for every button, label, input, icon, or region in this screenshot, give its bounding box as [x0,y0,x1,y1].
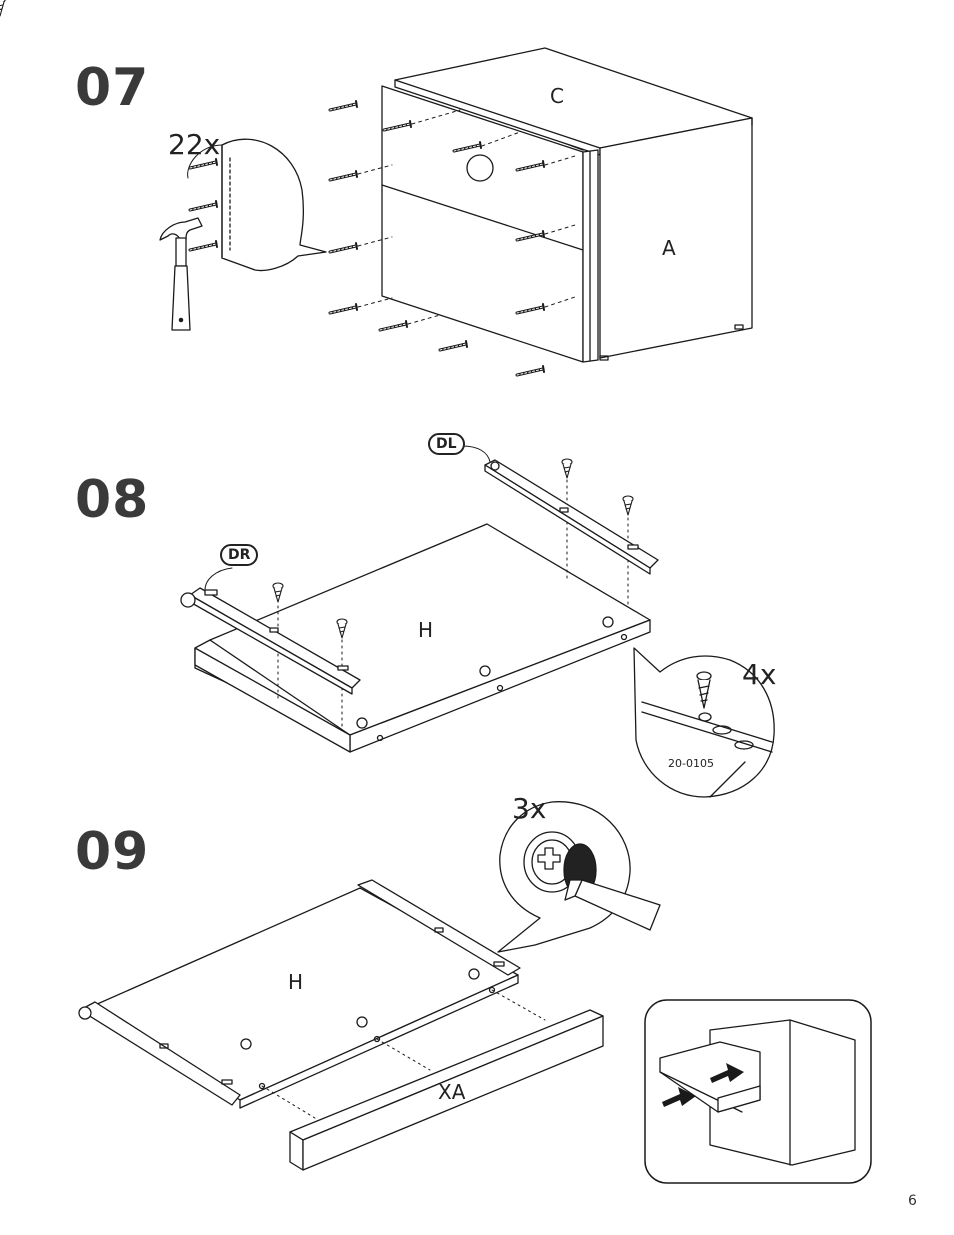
part-tag-dl: DL [428,433,465,455]
quantity-3x: 3x [512,792,546,825]
drawer-insert-panel [645,1000,871,1183]
step09-drawer [79,880,603,1170]
step-number-09: 09 [75,822,149,882]
part-tag-dr: DR [220,544,258,566]
part-label-h-08: H [418,618,433,642]
quantity-4x: 4x [742,658,776,691]
page-number: 6 [908,1193,917,1209]
part-label-a: A [662,236,676,260]
part-label-c: C [550,84,564,108]
step07-cabinet [382,48,752,362]
hammer-icon [160,218,202,330]
part-label-h-09: H [288,970,303,994]
step-number-07: 07 [75,58,149,118]
part-label-xa: XA [438,1080,465,1104]
part-code: 20-0105 [668,757,714,770]
quantity-22x: 22x [168,128,220,161]
step-number-08: 08 [75,470,149,530]
